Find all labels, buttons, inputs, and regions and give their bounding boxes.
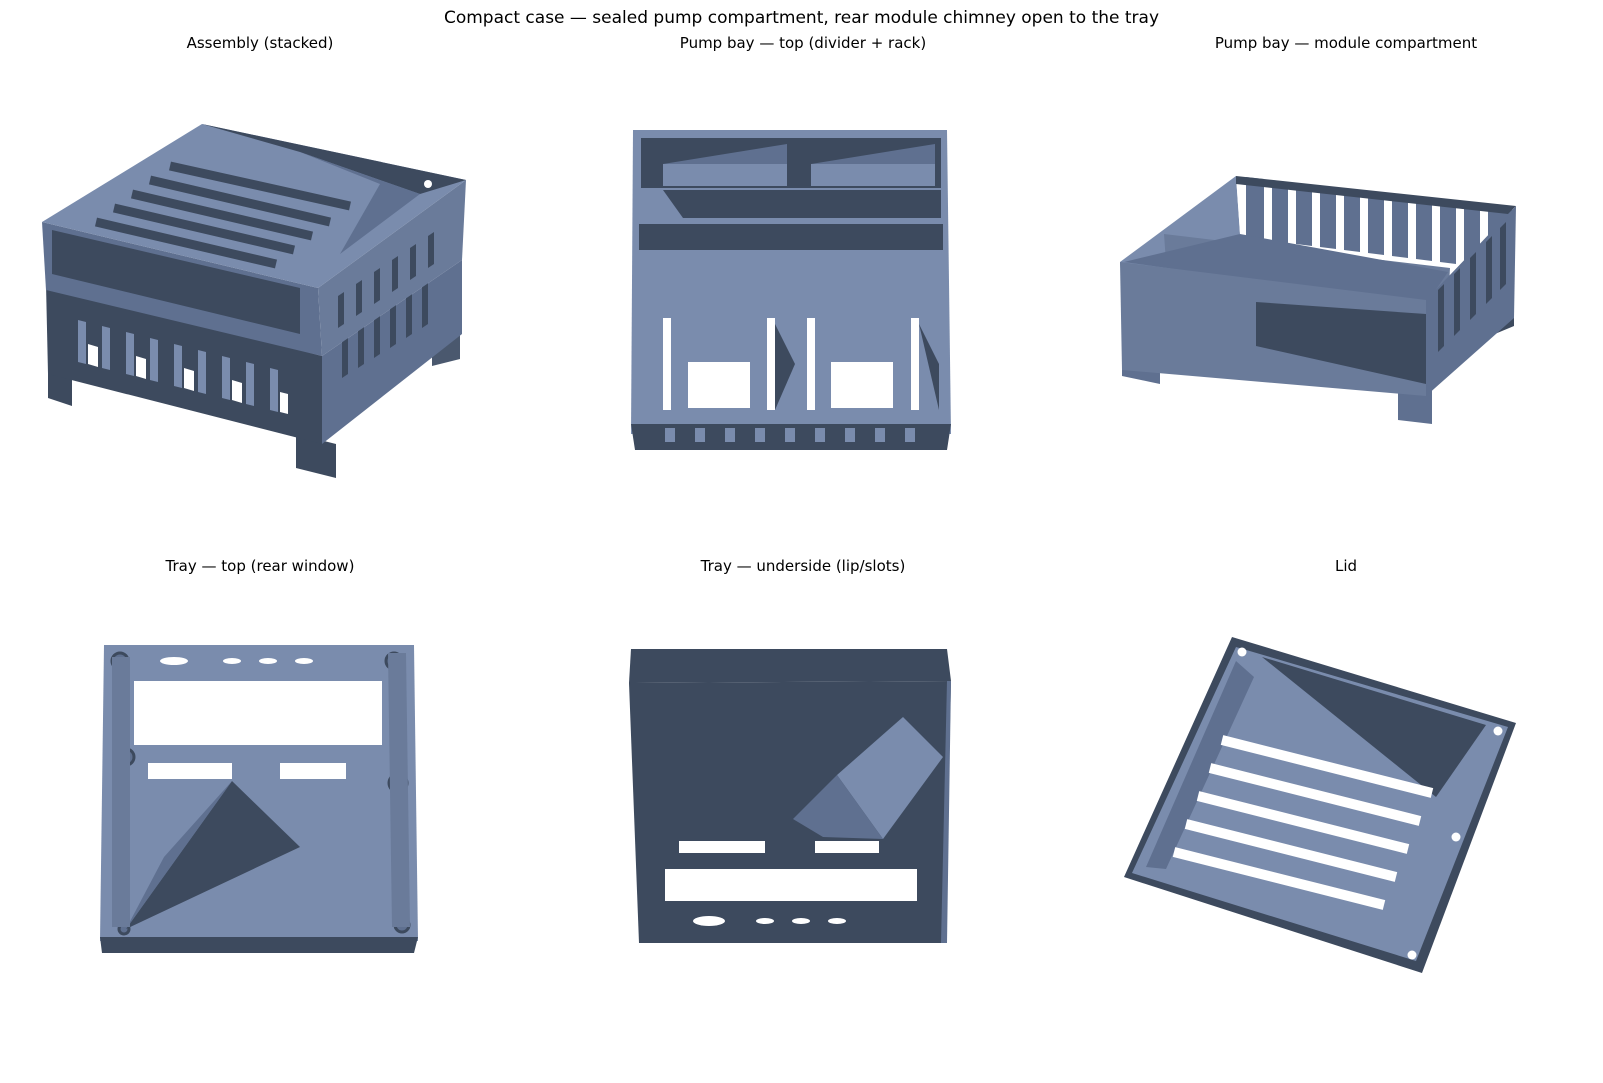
panel-tray-underside: Tray — underside (lip/slots): [543, 557, 1063, 1057]
lid-screw-holes: [1237, 647, 1503, 960]
tray-top-render: [100, 645, 418, 953]
rear-window: [134, 681, 382, 745]
floor-openings: [663, 318, 919, 410]
right-wall-vents: [1438, 222, 1506, 352]
lower-chamber: [643, 252, 939, 414]
upper-right-vents: [338, 232, 434, 328]
lid-vent-slots: [1172, 735, 1434, 910]
divider-wall: [639, 224, 943, 250]
slot-left: [148, 763, 232, 779]
figure-title: Compact case — sealed pump compartment, …: [443, 8, 1160, 28]
pump-slot-left: [663, 164, 787, 186]
lid-shade: [1262, 657, 1486, 797]
slot-right: [280, 763, 346, 779]
lid-render: [1124, 637, 1516, 973]
lower-front-vents: [78, 320, 278, 412]
upper-front-shade: [52, 230, 300, 334]
lid-vent-slots: [94, 161, 351, 269]
pump-bay-module-render: [1120, 176, 1516, 424]
left-wall-inner: [112, 657, 130, 927]
tray-underside-render: [629, 649, 951, 943]
panel-title: Tray — top (rear window): [165, 557, 355, 575]
floor-shade-2: [126, 781, 232, 929]
lid-shadow-2: [300, 152, 420, 254]
underside-port-holes: [693, 916, 846, 926]
underside-window: [665, 869, 917, 901]
panel-assembly: Assembly (stacked): [0, 34, 520, 534]
tray-lip: [100, 937, 418, 953]
floor-shade-1: [126, 781, 300, 929]
panel-title: Pump bay — module compartment: [1214, 34, 1478, 52]
rack-teeth: [665, 428, 915, 442]
right-face-vents: [342, 280, 428, 378]
panel-title: Lid: [1334, 557, 1358, 575]
lid-screw-hole: [424, 180, 432, 188]
right-wall-inner: [388, 653, 410, 927]
panel-lid: Lid: [1086, 557, 1603, 1057]
lid-shadow: [202, 124, 466, 194]
front-wall-shade: [1256, 302, 1426, 384]
underside-slot-left: [679, 841, 765, 853]
panel-pump-bay-top: Pump bay — top (divider + rack): [543, 34, 1063, 534]
panel-tray-top: Tray — top (rear window): [0, 557, 520, 1057]
underside-top-lip: [629, 649, 951, 683]
panel-pump-bay-module: Pump bay — module compartment: [1086, 34, 1603, 534]
panel-title: Tray — underside (lip/slots): [700, 557, 906, 575]
underside-light-facet: [837, 717, 943, 839]
panel-title: Pump bay — top (divider + rack): [679, 34, 927, 52]
floor: [1124, 234, 1448, 304]
underside-slot-right: [815, 841, 879, 853]
panel-title: Assembly (stacked): [186, 34, 334, 52]
pump-bay-top-render: [631, 130, 951, 450]
rear-port-holes: [160, 657, 313, 665]
lower-front-vent-gaps: [88, 344, 288, 414]
pump-slot-right: [811, 164, 935, 186]
assembly-render: [42, 124, 466, 478]
leg-front-right: [296, 434, 336, 478]
